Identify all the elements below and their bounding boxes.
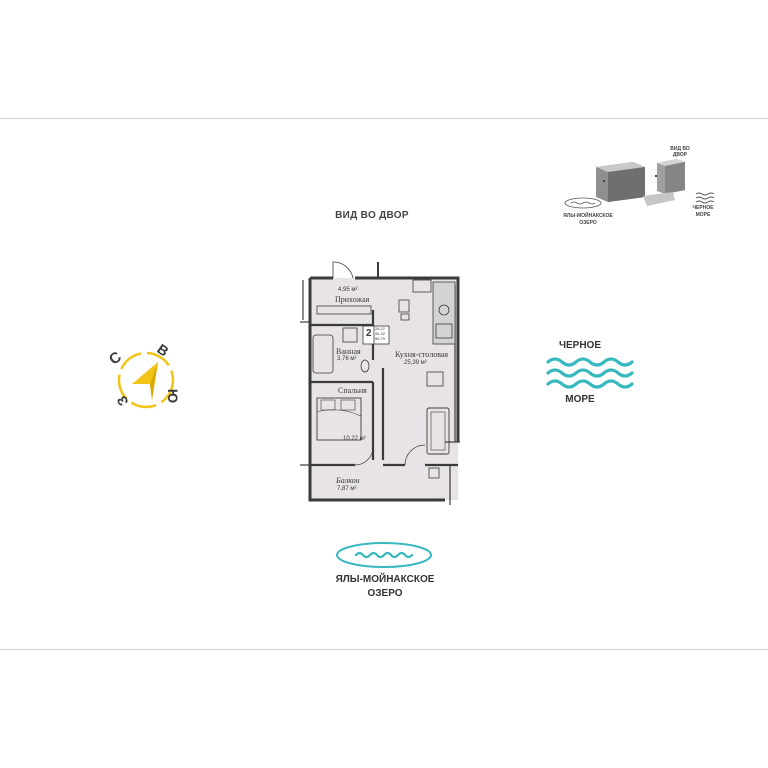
view-yard-label: ВИД ВО ДВОР — [335, 210, 409, 221]
bathroom-area: 3,76 м² — [337, 356, 357, 362]
lake-icon — [336, 542, 432, 568]
sofa — [426, 407, 450, 455]
mini-sea-label-1: ЧЕРНОЕ — [692, 205, 714, 211]
mini-view-label-1: ВИД ВО — [670, 146, 690, 152]
bedroom-name: Спальня — [338, 386, 367, 395]
balcony-chair — [428, 467, 440, 479]
tv-stand — [426, 371, 444, 387]
bedroom-area: 10,22 м² — [343, 436, 366, 442]
apartment-number: 2 — [366, 328, 372, 339]
mini-sea-label-2: МОРЕ — [695, 212, 711, 218]
badge-line-2: 44,32 — [375, 331, 386, 336]
mini-lake-label-2: ОЗЕРО — [579, 220, 597, 226]
bathroom-name: Ванная — [336, 347, 361, 356]
apartment-badge — [362, 325, 390, 345]
dining-table — [398, 299, 410, 313]
mini-location-map — [564, 159, 715, 209]
washer — [342, 327, 358, 343]
sea-subtitle: МОРЕ — [565, 394, 595, 405]
page-frame — [0, 118, 768, 650]
hallway-area: 4,95 м² — [338, 287, 358, 293]
bed — [316, 397, 362, 441]
badge-line-3: 50,79 — [375, 336, 386, 341]
mini-view-label-2: ДВОР — [672, 152, 688, 158]
balcony-name: Балкон — [336, 476, 360, 485]
sea-waves-icon — [546, 357, 634, 389]
kitchen-counter — [432, 281, 456, 345]
kitchen-area: 25,39 м² — [404, 360, 427, 366]
balcony-area: 7,87 м² — [337, 486, 357, 492]
toilet — [360, 359, 370, 373]
mini-lake-label-1: ЯЛЫ-МОЙНАКСКОЕ — [563, 213, 613, 219]
compass — [117, 351, 175, 409]
bathtub — [312, 334, 334, 374]
mini-lake-icon — [564, 197, 602, 209]
sea-title: ЧЕРНОЕ — [558, 340, 602, 351]
mini-podium — [643, 192, 675, 206]
lake-label-line1: ЯЛЫ-МОЙНАКСКОЕ — [335, 574, 435, 585]
stove-icon — [438, 304, 450, 316]
hallway-name: Прихожая — [335, 295, 370, 304]
compass-south-label: Ю — [165, 388, 182, 404]
badge-line-1: 28,22 — [375, 326, 386, 331]
kitchen-name: Кухня-столовая — [395, 350, 449, 359]
entry-door — [332, 261, 354, 279]
sink-icon — [435, 323, 453, 339]
floor-plan — [300, 261, 460, 505]
mini-sea-icon — [695, 192, 715, 204]
lake-label-line2: ОЗЕРО — [367, 588, 403, 599]
wardrobe — [316, 305, 372, 315]
